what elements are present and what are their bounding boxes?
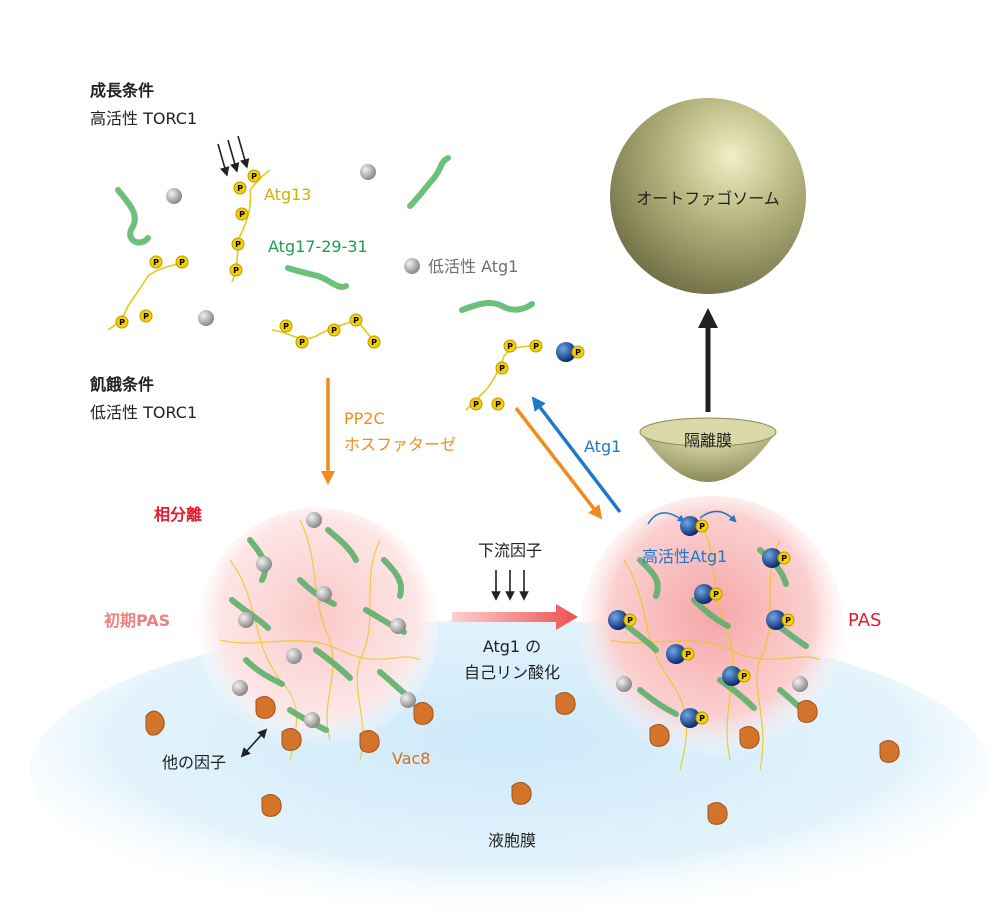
pp2c-label-line2: ホスファターゼ (344, 435, 456, 454)
orange-diagonal-arrow (514, 406, 603, 520)
low-atg1-label: 低活性 Atg1 (428, 257, 518, 276)
transition-arrow (452, 604, 578, 630)
downstream-label: 下流因子 (478, 541, 542, 560)
svg-text:P: P (699, 714, 705, 723)
starve-title: 飢餓条件 (89, 375, 154, 394)
svg-text:P: P (495, 400, 501, 409)
torc1-arrows (217, 135, 250, 177)
svg-text:P: P (741, 672, 747, 681)
phospho-markers: P P P P P P P P P P P P P P P P P P P P … (115, 169, 795, 725)
initial-pas-label: 初期PAS (104, 611, 170, 630)
autophos-label-line1: Atg1 の (483, 637, 541, 656)
autophos-curve-left (647, 512, 686, 525)
downstream-arrows (491, 570, 529, 601)
free-active-atg1 (556, 342, 576, 362)
vacuole-label: 液胞膜 (488, 831, 536, 850)
svg-text:P: P (299, 338, 305, 347)
growth-title: 成長条件 (90, 81, 154, 100)
svg-text:P: P (499, 364, 505, 373)
isolation-membrane-label: 隔離膜 (684, 431, 732, 450)
svg-text:P: P (507, 342, 513, 351)
svg-text:P: P (143, 312, 149, 321)
low-atg1-balls (166, 164, 420, 326)
svg-text:P: P (233, 266, 239, 275)
svg-text:P: P (153, 258, 159, 267)
other-factors-arrow (240, 728, 268, 758)
svg-text:P: P (251, 172, 257, 181)
pas-content (608, 516, 821, 771)
svg-text:P: P (785, 616, 791, 625)
other-factors-label: 他の因子 (162, 753, 226, 772)
p-label: P (237, 184, 243, 193)
growth-subtitle: 高活性 TORC1 (90, 109, 197, 128)
autophos-label-line2: 自己リン酸化 (464, 663, 560, 682)
starve-subtitle: 低活性 TORC1 (90, 403, 197, 422)
atg17-complexes (115, 155, 535, 313)
svg-text:P: P (685, 650, 691, 659)
svg-text:P: P (627, 616, 633, 625)
svg-text:P: P (353, 316, 359, 325)
svg-text:P: P (331, 326, 337, 335)
vac8-proteins (145, 692, 900, 825)
svg-text:P: P (473, 400, 479, 409)
atg1-blue-arrow (531, 396, 622, 514)
atg17-label: Atg17-29-31 (268, 237, 368, 256)
pas-label: PAS (848, 610, 881, 631)
svg-text:P: P (713, 590, 719, 599)
atg13-chains (107, 169, 537, 411)
svg-text:P: P (119, 318, 125, 327)
svg-text:P: P (533, 342, 539, 351)
atg1-arrow-label: Atg1 (584, 437, 621, 456)
svg-text:P: P (235, 240, 241, 249)
svg-text:P: P (699, 522, 705, 531)
initial-pas-content (219, 512, 421, 761)
vac8-label: Vac8 (392, 749, 430, 768)
svg-text:P: P (283, 322, 289, 331)
svg-text:P: P (781, 554, 787, 563)
autophos-curve-right (699, 510, 737, 523)
pp2c-label-line1: PP2C (344, 409, 385, 428)
autophagosome-sphere (610, 98, 806, 294)
autophagosome-label: オートファゴソーム (636, 189, 780, 208)
phase-separation-label: 相分離 (154, 505, 202, 524)
high-atg1-label: 高活性Atg1 (642, 547, 727, 566)
svg-text:P: P (239, 210, 245, 219)
svg-text:P: P (179, 258, 185, 267)
atg13-label: Atg13 (264, 185, 311, 204)
svg-text:P: P (371, 338, 377, 347)
svg-text:P: P (575, 348, 581, 357)
